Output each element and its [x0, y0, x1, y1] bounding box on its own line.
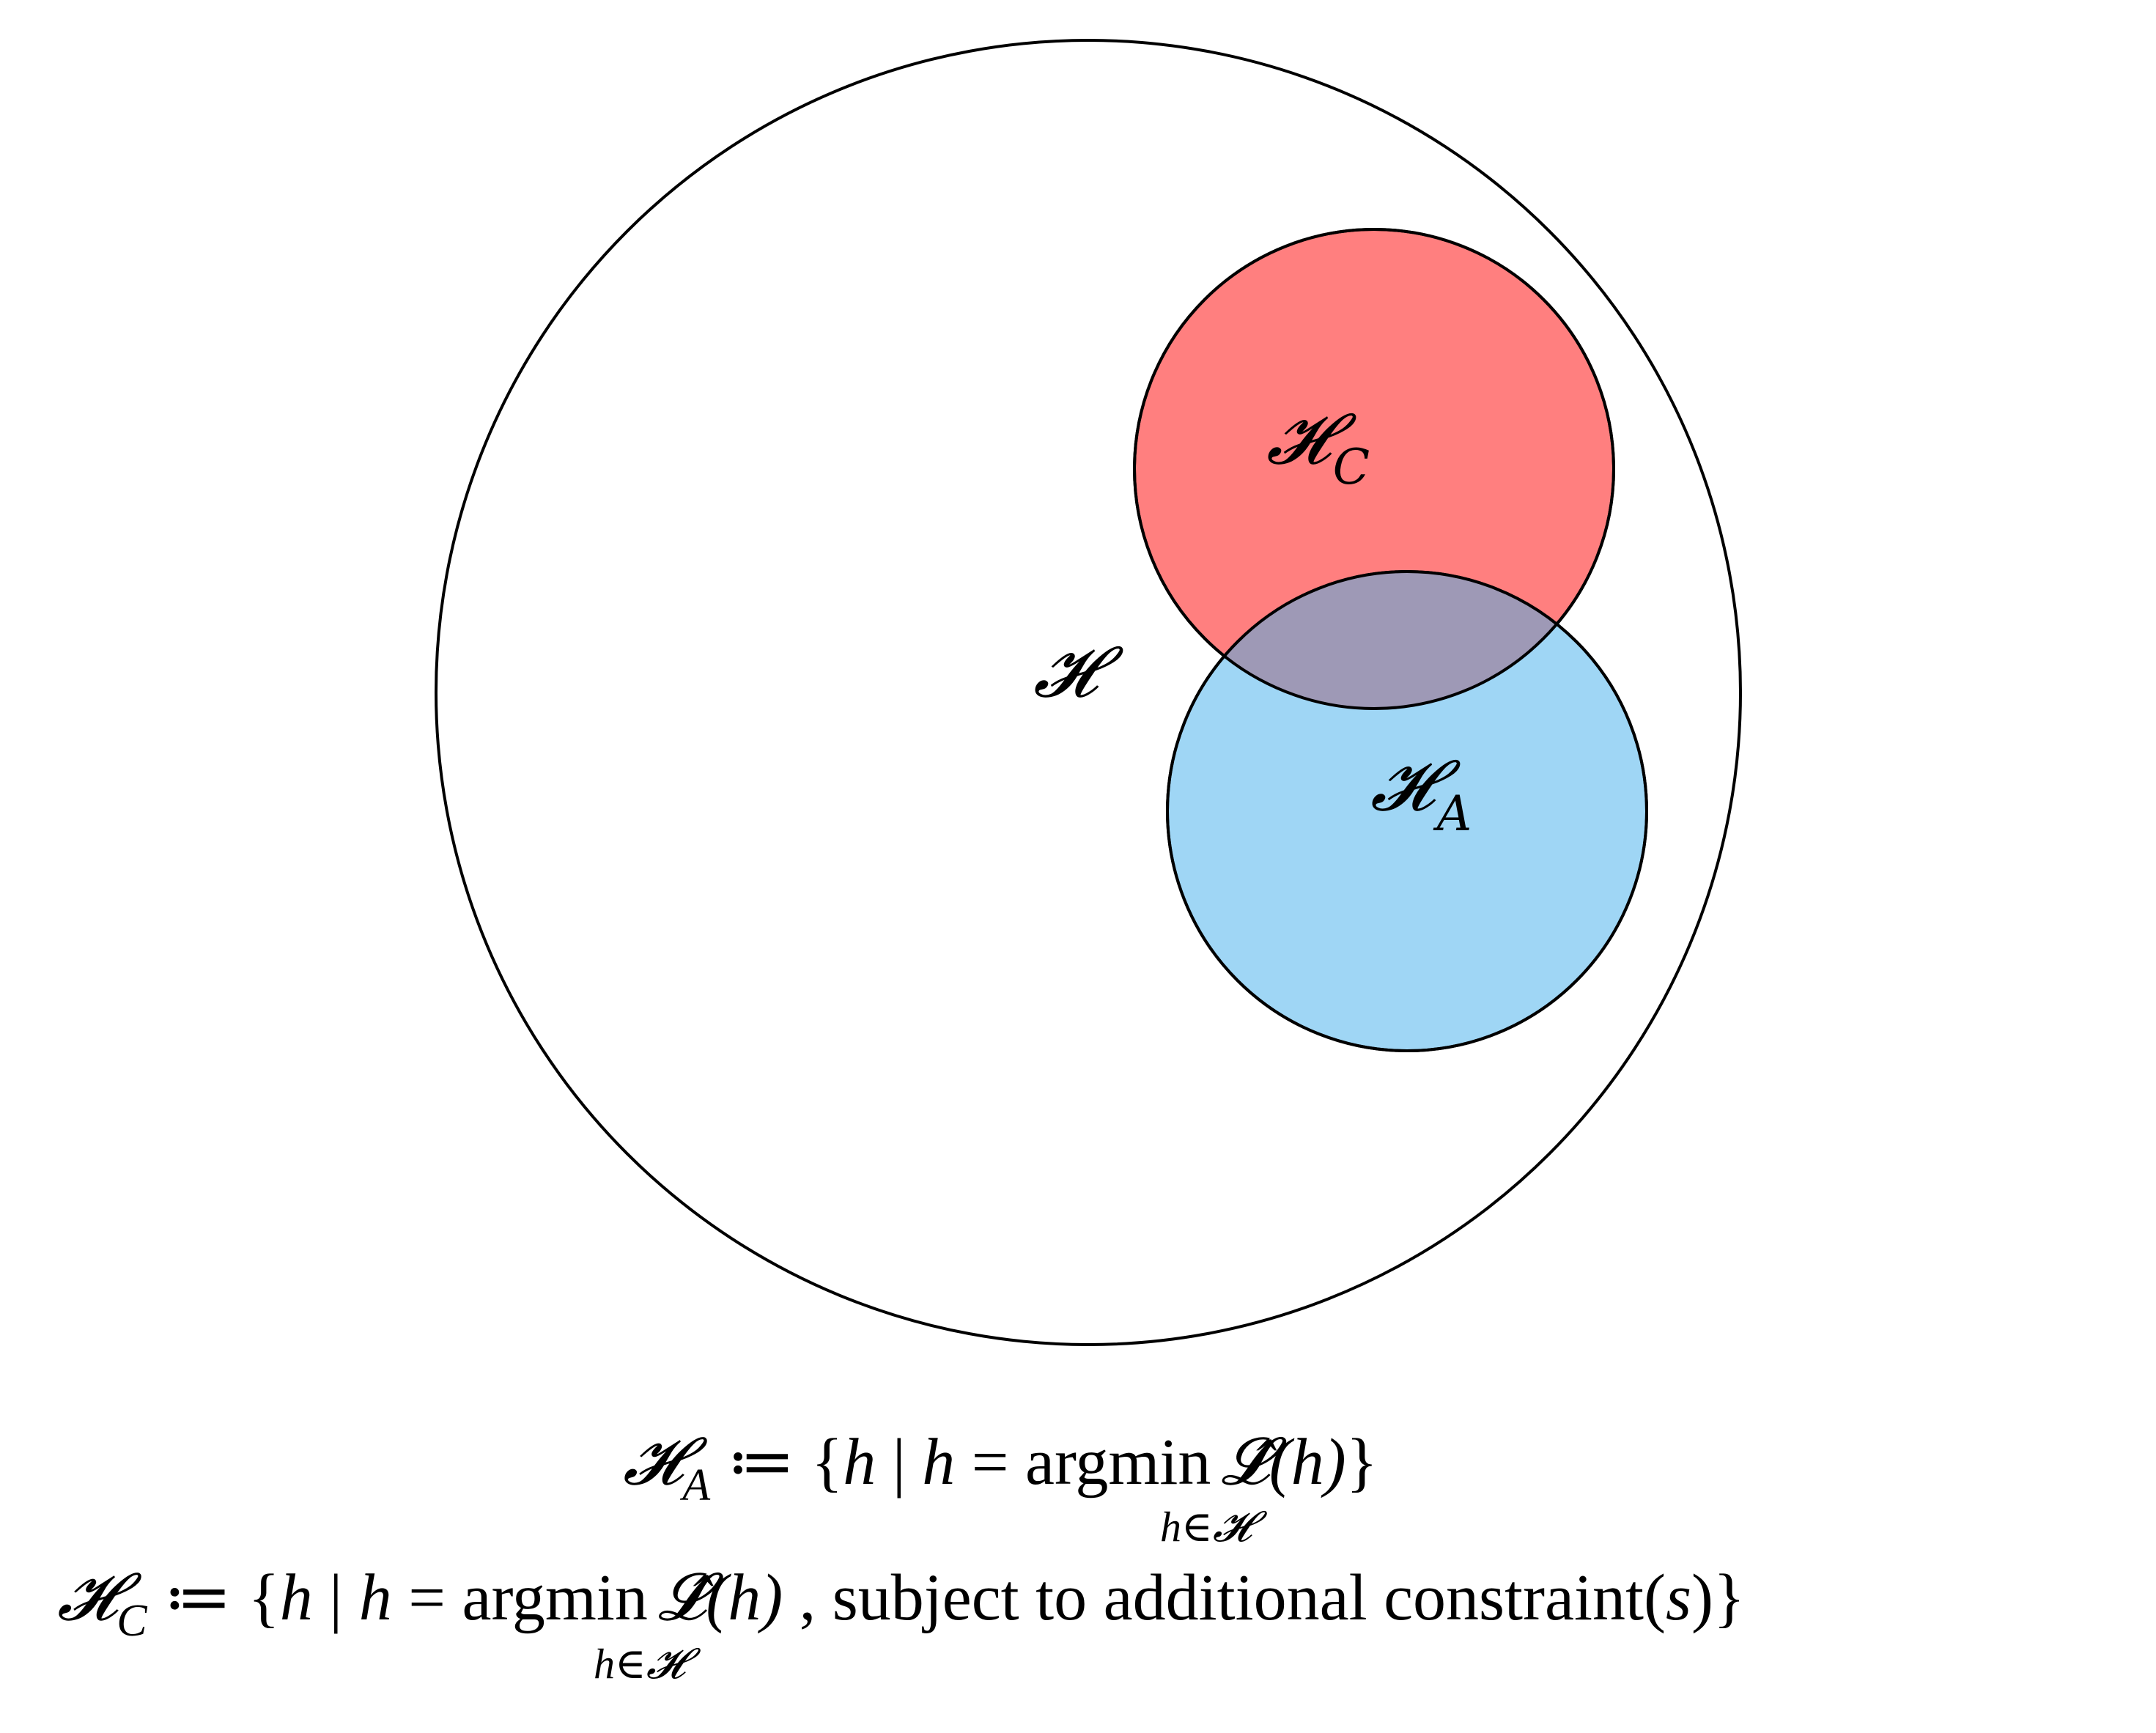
set-a-border	[1166, 570, 1648, 1052]
set-c-subscript: C	[1333, 439, 1370, 495]
argmin-a: argmin	[1025, 1426, 1211, 1499]
equation-a-underset: h∈𝓗	[1160, 1503, 1268, 1551]
equation-c-underset: h∈𝓗	[594, 1640, 701, 1688]
argmin-c: argmin	[462, 1562, 648, 1634]
set-c-border	[1133, 228, 1615, 710]
set-a-subscript: A	[1433, 786, 1472, 842]
